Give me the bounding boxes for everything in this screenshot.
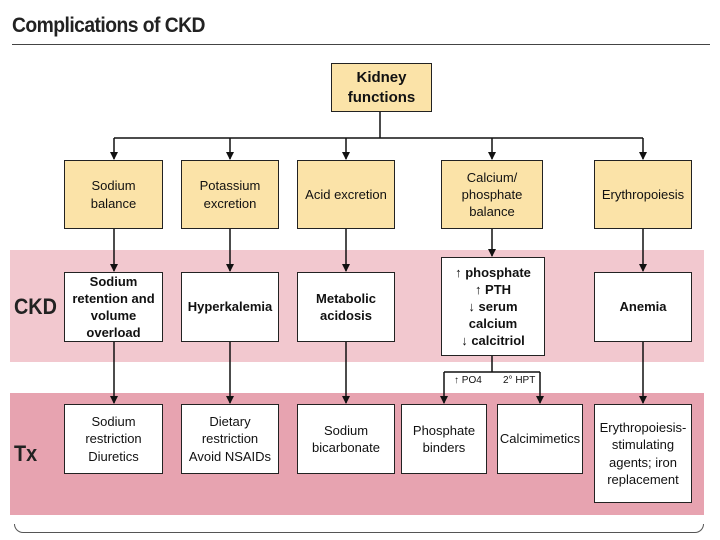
- box-line: Avoid NSAIDs: [188, 448, 272, 464]
- box-line: Erythropoiesis-: [599, 420, 687, 436]
- box-line: Potassium: [199, 178, 261, 194]
- box-line: Sodium: [323, 422, 369, 438]
- sodium-restriction-box: Sodium restriction Diuretics: [64, 404, 163, 474]
- hpt-branch-label: 2° HPT: [503, 375, 536, 386]
- phosphate-branch-label: ↑ PO4: [454, 375, 482, 386]
- box-line: Anemia: [619, 299, 667, 315]
- mineral-disorder-box: ↑ phosphate ↑ PTH ↓ serum calcium ↓ calc…: [441, 257, 545, 356]
- box-line: phosphate: [461, 186, 523, 202]
- box-line: agents; iron: [609, 454, 677, 470]
- box-line: replacement: [607, 471, 679, 487]
- potassium-excretion-box: Potassium excretion: [181, 160, 279, 229]
- box-line: Dietary: [209, 414, 251, 430]
- erythropoiesis-box: Erythropoiesis: [594, 160, 692, 229]
- box-line: Acid excretion: [305, 186, 387, 202]
- phosphate-binders-box: Phosphate binders: [401, 404, 487, 474]
- sodium-bicarbonate-box: Sodium bicarbonate: [297, 404, 395, 474]
- esa-iron-box: Erythropoiesis- stimulating agents; iron…: [594, 404, 692, 503]
- acid-excretion-box: Acid excretion: [297, 160, 395, 229]
- metabolic-acidosis-box: Metabolic acidosis: [297, 272, 395, 342]
- box-line: restriction: [85, 431, 142, 447]
- calcium-phosphate-balance-box: Calcium/ phosphate balance: [441, 160, 543, 229]
- box-line: Calcimimetics: [499, 431, 581, 447]
- box-line: acidosis: [319, 308, 373, 323]
- tx-row-label: Tx: [14, 441, 38, 466]
- box-line: Phosphate: [412, 422, 476, 438]
- box-line: ↓ calcitriol: [461, 333, 525, 349]
- box-line: ↑ phosphate: [455, 264, 531, 280]
- ckd-row-label: CKD: [14, 294, 57, 319]
- sodium-retention-box: Sodium retention and volume overload: [64, 272, 163, 342]
- box-line: stimulating: [611, 437, 675, 453]
- box-line: Diuretics: [88, 448, 139, 464]
- calcimimetics-box: Calcimimetics: [497, 404, 583, 474]
- anemia-box: Anemia: [594, 272, 692, 342]
- box-line: volume overload: [86, 308, 141, 341]
- box-line: Hyperkalemia: [187, 299, 273, 315]
- dietary-restriction-box: Dietary restriction Avoid NSAIDs: [181, 404, 279, 474]
- box-line: Erythropoiesis: [601, 186, 685, 202]
- title-divider: [12, 44, 710, 45]
- box-line: Calcium/: [466, 169, 518, 185]
- sodium-balance-box: Sodium balance: [64, 160, 163, 229]
- hyperkalemia-box: Hyperkalemia: [181, 272, 279, 342]
- box-line: Metabolic: [316, 290, 376, 306]
- page-title: Complications of CKD: [12, 14, 205, 37]
- box-line: restriction: [201, 431, 259, 447]
- box-line: ↑ PTH: [474, 281, 512, 297]
- bottom-bracket: [14, 524, 704, 533]
- kidney-functions-box: Kidney functions: [331, 63, 432, 112]
- box-line: functions: [347, 88, 416, 106]
- box-line: bicarbonate: [312, 440, 380, 455]
- box-line: ↓ serum calcium: [468, 298, 518, 332]
- box-line: balance: [469, 204, 515, 220]
- box-line: retention and: [72, 290, 155, 306]
- box-line: excretion: [203, 195, 257, 211]
- box-line: Sodium: [89, 273, 138, 289]
- box-line: Sodium: [91, 414, 136, 430]
- box-line: Sodium balance: [90, 178, 137, 211]
- box-line: Kidney: [356, 68, 407, 86]
- box-line: binders: [422, 440, 466, 455]
